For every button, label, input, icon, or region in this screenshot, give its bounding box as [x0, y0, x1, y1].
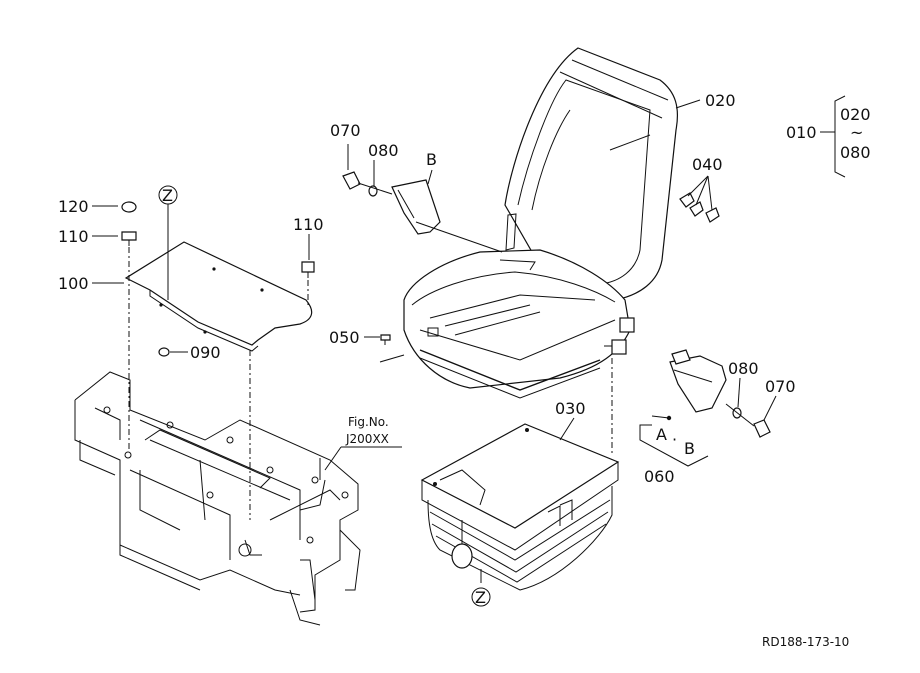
mounting-plate	[124, 241, 313, 352]
seat-backrest	[504, 47, 701, 301]
seat-suspension	[420, 423, 620, 591]
drawing-code: RD188-173-10	[762, 635, 849, 649]
label-050: 050	[329, 328, 360, 347]
leader-lines	[92, 95, 846, 607]
label-z-top: Z	[162, 186, 173, 205]
label-100: 100	[58, 274, 89, 293]
label-070-right: 070	[765, 377, 796, 396]
label-030: 030	[555, 399, 586, 418]
label-110-left: 110	[58, 227, 89, 246]
seat-base-frame	[74, 371, 361, 626]
label-range-tilde: ~	[850, 123, 863, 142]
part-labels: 120 110 100 090 110 070 080 B 020 010 02…	[58, 91, 871, 649]
label-range-end: 080	[840, 143, 871, 162]
label-b-top: B	[426, 150, 437, 169]
label-080-right: 080	[728, 359, 759, 378]
label-range-start: 020	[840, 105, 871, 124]
label-070-top: 070	[330, 121, 361, 140]
label-120: 120	[58, 197, 89, 216]
label-110-right: 110	[293, 215, 324, 234]
label-fig-number: J200XX	[345, 432, 389, 446]
label-fig: Fig.No.	[348, 415, 389, 429]
label-b-group: B	[684, 439, 695, 458]
label-060: 060	[644, 467, 675, 486]
label-010: 010	[786, 123, 817, 142]
small-parts	[121, 171, 771, 438]
label-080-top: 080	[368, 141, 399, 160]
label-040: 040	[692, 155, 723, 174]
seat-cushion	[379, 213, 635, 399]
label-090: 090	[190, 343, 221, 362]
label-z-bottom: Z	[475, 588, 486, 607]
label-020: 020	[705, 91, 736, 110]
label-a: A	[656, 425, 667, 444]
label-dot: ·	[672, 430, 677, 449]
